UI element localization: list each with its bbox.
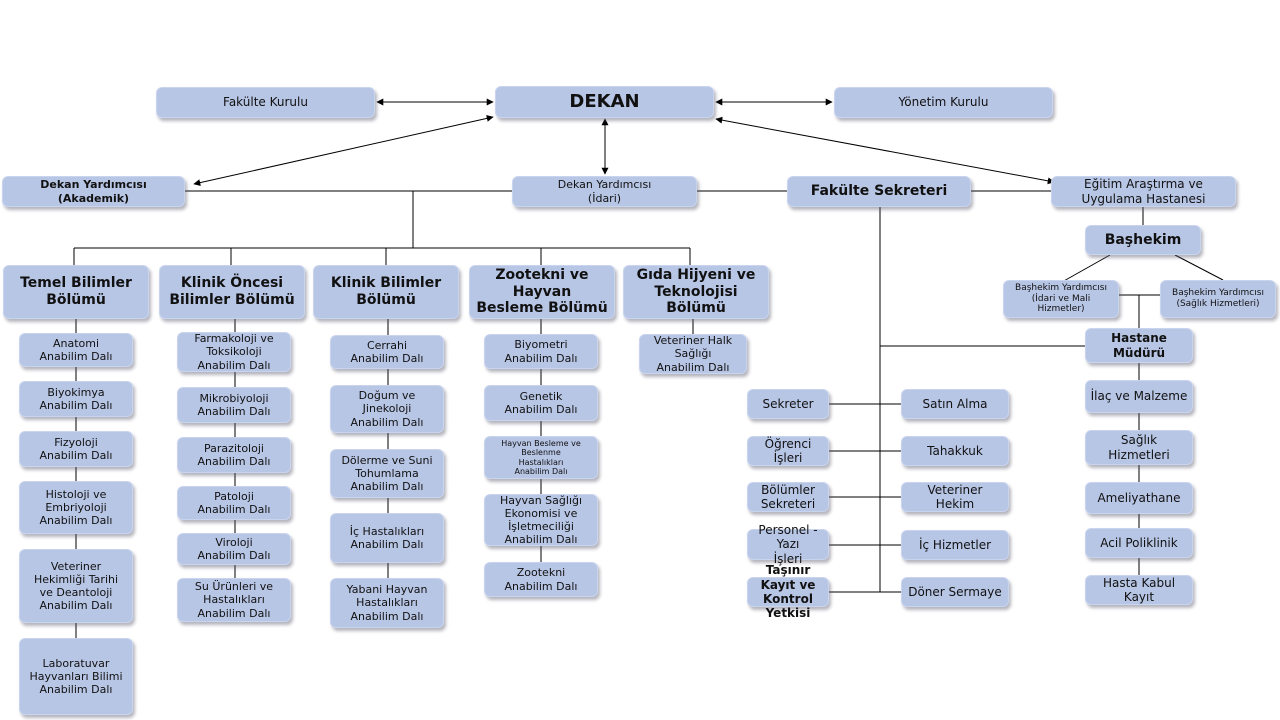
- hasta-kabul-kayit-box: Hasta Kabul Kayıt: [1085, 575, 1193, 605]
- unit-yabani-hayvan: Yabani Hayvan Hastalıkları Anabilim Dalı: [330, 578, 444, 628]
- bolumler-sekreteri-box: Bölümler Sekreteri: [747, 482, 829, 512]
- sekreter-box: Sekreter: [747, 389, 829, 419]
- unit-patoloji: Patoloji Anabilim Dalı: [177, 486, 291, 520]
- bashekim-yardimcisi-saglik-box: Başhekim Yardımcısı (Sağlık Hizmetleri): [1160, 280, 1276, 318]
- tahakkuk-box: Tahakkuk: [901, 436, 1009, 466]
- department-zootekni: Zootekni ve Hayvan Besleme Bölümü: [469, 265, 615, 319]
- department-gida-hijyeni: Gıda Hijyeni ve Teknolojisi Bölümü: [623, 265, 769, 319]
- unit-parazitoloji: Parazitoloji Anabilim Dalı: [177, 437, 291, 473]
- unit-biyokimya: Biyokimya Anabilim Dalı: [19, 381, 133, 417]
- fakulte-kurulu-box: Fakülte Kurulu: [156, 87, 375, 118]
- unit-genetik: Genetik Anabilim Dalı: [484, 385, 598, 421]
- unit-zootekni: Zootekni Anabilim Dalı: [484, 562, 598, 597]
- satin-alma-box: Satın Alma: [901, 389, 1009, 419]
- ameliyathane-box: Ameliyathane: [1085, 482, 1193, 514]
- ilac-malzeme-box: İlaç ve Malzeme: [1085, 380, 1193, 413]
- unit-dolerme: Dölerme ve Suni Tohumlama Anabilim Dalı: [330, 449, 444, 498]
- unit-histoloji: Histoloji ve Embriyoloji Anabilim Dalı: [19, 481, 133, 534]
- bashekim-yardimcisi-idari-box: Başhekim Yardımcısı (İdari ve Mali Hizme…: [1003, 280, 1119, 318]
- ic-hizmetler-box: İç Hizmetler: [901, 530, 1009, 560]
- bashekim-box: Başhekim: [1085, 225, 1201, 255]
- unit-veteriner-tarihi: Veteriner Hekimliği Tarihi ve Deantoloji…: [19, 549, 133, 623]
- unit-hayvan-besleme: Hayvan Besleme ve Beslenme Hastalıkları …: [484, 436, 598, 479]
- ogrenci-isleri-box: Öğrenci İşleri: [747, 436, 829, 466]
- department-klinik-bilimler: Klinik Bilimler Bölümü: [313, 265, 459, 319]
- unit-hayvan-sagligi: Hayvan Sağlığı Ekonomisi ve İşletmeciliğ…: [484, 494, 598, 546]
- unit-anatomi: Anatomi Anabilim Dalı: [19, 333, 133, 367]
- unit-veteriner-halk-sagligi: Veteriner Halk Sağlığı Anabilim Dalı: [639, 334, 747, 374]
- acil-poliklinik-box: Acil Poliklinik: [1085, 528, 1193, 558]
- unit-laboratuvar: Laboratuvar Hayvanları Bilimi Anabilim D…: [19, 638, 133, 715]
- unit-fizyoloji: Fizyoloji Anabilim Dalı: [19, 431, 133, 467]
- yonetim-kurulu-box: Yönetim Kurulu: [834, 87, 1053, 118]
- unit-cerrahi: Cerrahi Anabilim Dalı: [330, 335, 444, 369]
- dekan-yardimcisi-akademik-box: Dekan Yardımcısı (Akademik): [2, 176, 185, 207]
- dekan-box: DEKAN: [495, 86, 714, 118]
- tasinir-kayit-box: Taşınır Kayıt ve Kontrol Yetkisi: [747, 563, 829, 620]
- unit-dogum: Doğum ve Jinekoloji Anabilim Dalı: [330, 385, 444, 433]
- personel-yazi-isleri-box: Personel - Yazı İşleri: [747, 523, 829, 566]
- unit-viroloji: Viroloji Anabilim Dalı: [177, 533, 291, 565]
- hastane-muduru-box: Hastane Müdürü: [1085, 328, 1193, 363]
- unit-su-urunleri: Su Ürünleri ve Hastalıkları Anabilim Dal…: [177, 578, 291, 622]
- fakulte-sekreteri-box: Fakülte Sekreteri: [787, 176, 971, 207]
- unit-ic-hastaliklari: İç Hastalıkları Anabilim Dalı: [330, 513, 444, 563]
- saglik-hizmetleri-box: Sağlık Hizmetleri: [1085, 430, 1193, 465]
- veteriner-hekim-box: Veteriner Hekim: [901, 482, 1009, 512]
- unit-farmakoloji: Farmakoloji ve Toksikoloji Anabilim Dalı: [177, 332, 291, 372]
- unit-mikrobiyoloji: Mikrobiyoloji Anabilim Dalı: [177, 387, 291, 423]
- department-klinik-oncesi: Klinik Öncesi Bilimler Bölümü: [159, 265, 305, 319]
- doner-sermaye-box: Döner Sermaye: [901, 577, 1009, 607]
- unit-biyometri: Biyometri Anabilim Dalı: [484, 334, 598, 369]
- department-temel-bilimler: Temel Bilimler Bölümü: [3, 265, 149, 319]
- dekan-yardimcisi-idari-box: Dekan Yardımcısı (İdari): [512, 176, 697, 207]
- hastane-box: Eğitim Araştırma ve Uygulama Hastanesi: [1051, 176, 1236, 207]
